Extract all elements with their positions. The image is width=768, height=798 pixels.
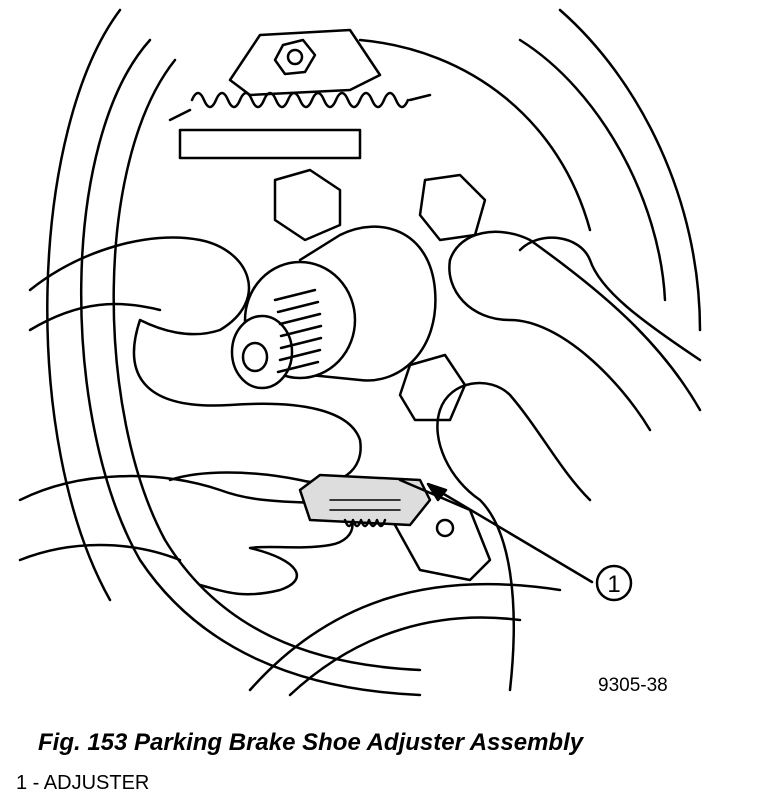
return-spring xyxy=(168,91,432,160)
callout-leader xyxy=(426,482,594,584)
callout-number: 1 xyxy=(607,571,620,598)
legend-item: 1 - ADJUSTER xyxy=(16,772,150,794)
axle-spindle xyxy=(230,225,437,390)
brake-adjuster-illustration: 1 xyxy=(18,8,702,697)
figure-caption: Fig. 153 Parking Brake Shoe Adjuster Ass… xyxy=(38,729,584,756)
callout-marker: 1 xyxy=(595,564,633,602)
callout-circle xyxy=(595,564,633,602)
figure-code: 9305-38 xyxy=(598,675,668,696)
brake-backing-plate xyxy=(46,8,702,697)
anchor-bracket xyxy=(228,28,382,97)
wheel-bolt xyxy=(273,168,487,422)
adjuster-screw xyxy=(298,473,492,582)
technician-hands xyxy=(18,230,702,692)
